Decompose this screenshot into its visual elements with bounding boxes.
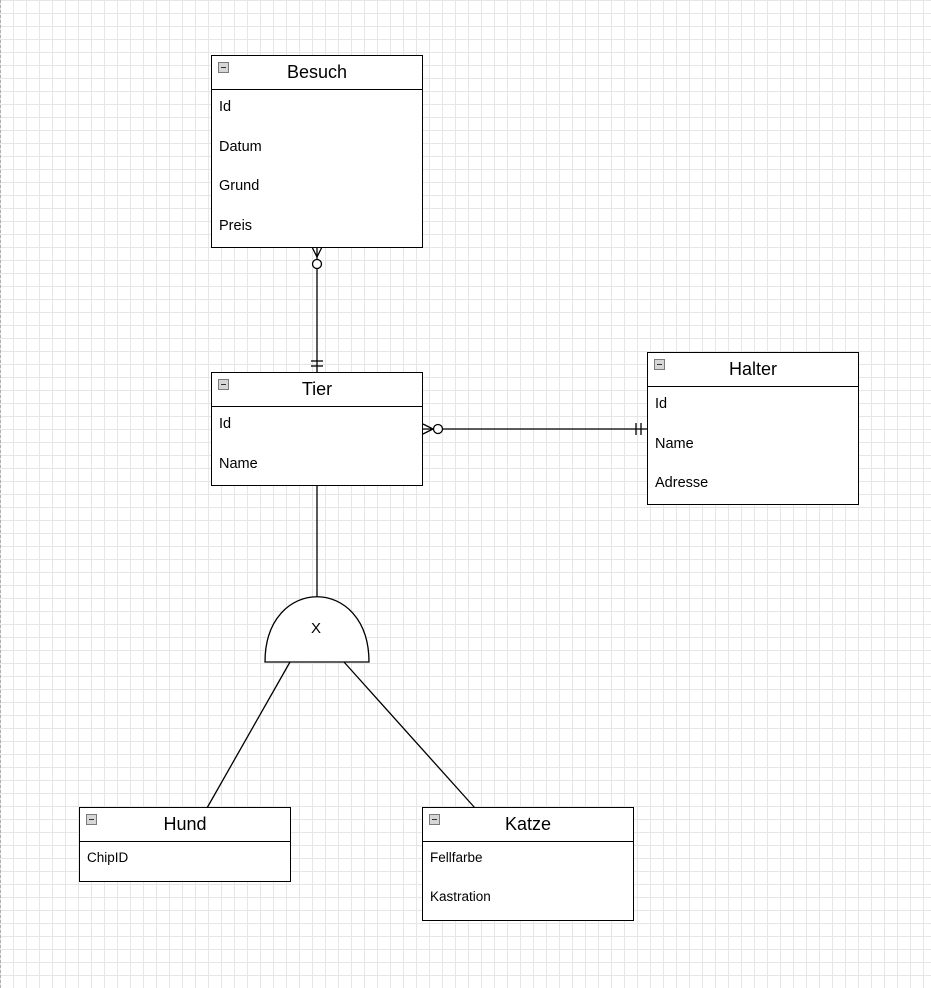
collapse-icon[interactable] bbox=[654, 359, 665, 370]
entity-tier-title: Tier bbox=[301, 379, 333, 399]
entity-halter-title: Halter bbox=[728, 359, 777, 379]
specialization-shape[interactable] bbox=[264, 596, 370, 663]
collapse-icon[interactable] bbox=[218, 62, 229, 73]
attribute-chipid[interactable]: ChipID bbox=[87, 850, 129, 865]
crowfoot-zero-tier bbox=[432, 423, 444, 435]
attribute-name[interactable]: Name bbox=[219, 456, 258, 472]
canvas-left-border bbox=[0, 0, 1, 988]
collapse-icon[interactable] bbox=[429, 814, 440, 825]
attribute-adresse[interactable]: Adresse bbox=[655, 475, 709, 491]
collapse-icon[interactable] bbox=[218, 379, 229, 390]
entity-hund[interactable]: Hund ChipID bbox=[79, 807, 291, 882]
attribute-name[interactable]: Name bbox=[655, 436, 694, 452]
entity-halter[interactable]: Halter Id Name Adresse bbox=[647, 352, 859, 505]
crowfoot-many-besuch bbox=[311, 246, 323, 259]
entity-hund-title: Hund bbox=[163, 814, 207, 834]
entity-katze[interactable]: Katze Fellfarbe Kastration bbox=[422, 807, 634, 921]
collapse-icon[interactable] bbox=[86, 814, 97, 825]
specialization-hund-connector[interactable] bbox=[206, 661, 291, 809]
entity-halter-header[interactable]: Halter bbox=[648, 353, 858, 387]
entity-katze-title: Katze bbox=[504, 814, 552, 834]
entity-besuch[interactable]: Besuch Id Datum Grund Preis bbox=[211, 55, 423, 248]
attribute-id[interactable]: Id bbox=[219, 99, 232, 115]
attribute-id[interactable]: Id bbox=[655, 396, 668, 412]
crowfoot-zero-besuch bbox=[311, 258, 323, 270]
attribute-grund[interactable]: Grund bbox=[219, 178, 260, 194]
attribute-fellfarbe[interactable]: Fellfarbe bbox=[430, 850, 483, 865]
attribute-kastration[interactable]: Kastration bbox=[430, 889, 491, 904]
entity-tier-header[interactable]: Tier bbox=[212, 373, 422, 407]
entity-besuch-header[interactable]: Besuch bbox=[212, 56, 422, 90]
entity-besuch-title: Besuch bbox=[286, 62, 348, 82]
entity-tier[interactable]: Tier Id Name bbox=[211, 372, 423, 486]
specialization-label: X bbox=[311, 620, 322, 637]
attribute-preis[interactable]: Preis bbox=[219, 218, 253, 234]
specialization-katze-connector[interactable] bbox=[343, 661, 476, 809]
attribute-id[interactable]: Id bbox=[219, 416, 232, 432]
entity-hund-header[interactable]: Hund bbox=[80, 808, 290, 842]
attribute-datum[interactable]: Datum bbox=[219, 139, 262, 155]
entity-katze-header[interactable]: Katze bbox=[423, 808, 633, 842]
